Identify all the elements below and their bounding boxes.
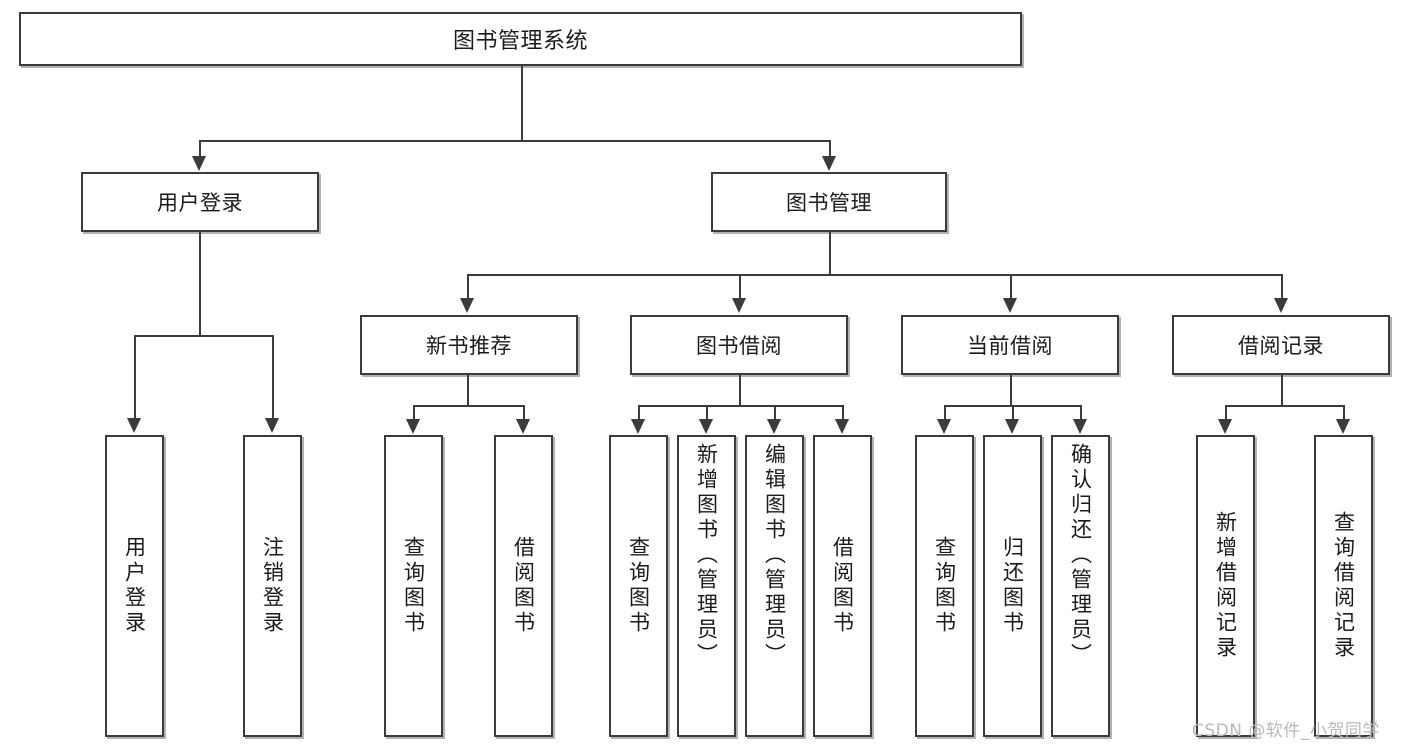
node-label: 用户登录 xyxy=(157,191,243,215)
node-borrow-record[interactable]: 借阅记录 xyxy=(1172,315,1390,375)
node-label: 新增图书（管理员） xyxy=(694,443,719,668)
leaf-user-login[interactable]: 用户登录 xyxy=(105,435,164,737)
leaf-borrow-book-newbook[interactable]: 借阅图书 xyxy=(494,435,553,737)
node-label: 借阅记录 xyxy=(1238,334,1324,358)
leaf-borrow-book[interactable]: 借阅图书 xyxy=(813,435,872,737)
arrowhead-icon xyxy=(631,419,645,434)
connector-book-mgmt-drop-3 xyxy=(1010,274,1012,300)
connector-new-book-drop-1 xyxy=(413,405,415,421)
arrowhead-icon xyxy=(192,156,206,171)
connector-user-login-bus xyxy=(134,335,272,337)
leaf-return-book[interactable]: 归还图书 xyxy=(983,435,1042,737)
node-label: 查询借阅记录 xyxy=(1331,511,1356,661)
node-label: 借阅图书 xyxy=(511,536,536,636)
connector-book-borrow-drop-2 xyxy=(706,405,708,421)
arrowhead-icon xyxy=(1336,419,1350,434)
node-label: 查询图书 xyxy=(401,536,426,636)
connector-current-borrow-drop-1 xyxy=(944,405,946,421)
connector-borrow-record-bus xyxy=(1225,405,1343,407)
connector-new-book-drop-2 xyxy=(523,405,525,421)
arrowhead-icon xyxy=(406,419,420,434)
connector-book-mgmt-drop-4 xyxy=(1281,274,1283,300)
arrowhead-icon xyxy=(265,418,279,433)
leaf-query-book-borrow[interactable]: 查询图书 xyxy=(609,435,668,737)
connector-book-mgmt-drop-2 xyxy=(739,274,741,300)
connector-book-borrow-drop-3 xyxy=(774,405,776,421)
node-label: 查询图书 xyxy=(626,536,651,636)
arrowhead-icon xyxy=(937,419,951,434)
node-label: 用户登录 xyxy=(122,536,147,636)
node-root-library-system[interactable]: 图书管理系统 xyxy=(19,12,1022,66)
connector-book-mgmt-stem xyxy=(829,232,831,274)
node-label: 编辑图书（管理员） xyxy=(762,443,787,668)
leaf-logout[interactable]: 注销登录 xyxy=(243,435,302,737)
arrowhead-icon xyxy=(767,419,781,434)
connector-book-mgmt-bus xyxy=(467,274,1281,276)
connector-book-borrow-drop-1 xyxy=(638,405,640,421)
leaf-query-book-newbook[interactable]: 查询图书 xyxy=(384,435,443,737)
node-label: 图书管理 xyxy=(786,191,872,215)
node-label: 图书借阅 xyxy=(696,334,782,358)
node-label: 当前借阅 xyxy=(967,334,1053,358)
arrowhead-icon xyxy=(1003,298,1017,313)
node-label: 图书管理系统 xyxy=(452,29,588,54)
connector-root-bus xyxy=(199,140,830,142)
node-new-book-recommend[interactable]: 新书推荐 xyxy=(360,315,578,375)
node-book-management[interactable]: 图书管理 xyxy=(711,172,947,232)
connector-root-stem xyxy=(521,66,523,140)
connector-book-borrow-stem xyxy=(739,375,741,405)
arrowhead-icon xyxy=(1005,419,1019,434)
connector-borrow-record-stem xyxy=(1281,375,1283,405)
node-label: 归还图书 xyxy=(1000,536,1025,636)
connector-user-login-drop-1 xyxy=(134,335,136,420)
connector-current-borrow-drop-3 xyxy=(1080,405,1082,421)
connector-book-borrow-bus xyxy=(638,405,842,407)
arrowhead-icon xyxy=(732,298,746,313)
node-label: 借阅图书 xyxy=(830,536,855,636)
node-label: 新增借阅记录 xyxy=(1213,511,1238,661)
arrowhead-icon xyxy=(127,418,141,433)
arrowhead-icon xyxy=(460,298,474,313)
node-current-borrow[interactable]: 当前借阅 xyxy=(901,315,1119,375)
connector-borrow-record-drop-1 xyxy=(1225,405,1227,421)
connector-book-borrow-drop-4 xyxy=(842,405,844,421)
node-label: 新书推荐 xyxy=(426,334,512,358)
node-label: 查询图书 xyxy=(932,536,957,636)
arrowhead-icon xyxy=(516,419,530,434)
leaf-query-book-current[interactable]: 查询图书 xyxy=(915,435,974,737)
leaf-add-borrow-record[interactable]: 新增借阅记录 xyxy=(1196,435,1255,737)
node-label: 确认归还（管理员） xyxy=(1068,443,1093,668)
connector-user-login-stem xyxy=(199,232,201,335)
node-book-borrow[interactable]: 图书借阅 xyxy=(630,315,848,375)
arrowhead-icon xyxy=(835,419,849,434)
arrowhead-icon xyxy=(1218,419,1232,434)
connector-new-book-stem xyxy=(467,375,469,405)
connector-borrow-record-drop-2 xyxy=(1343,405,1345,421)
connector-current-borrow-drop-2 xyxy=(1012,405,1014,421)
leaf-query-borrow-record[interactable]: 查询借阅记录 xyxy=(1314,435,1373,737)
node-label: 注销登录 xyxy=(260,536,285,636)
connector-new-book-bus xyxy=(413,405,523,407)
arrowhead-icon xyxy=(1073,419,1087,434)
connector-user-login-drop-2 xyxy=(272,335,274,420)
node-user-login[interactable]: 用户登录 xyxy=(81,172,319,232)
connector-root-drop-1 xyxy=(199,140,201,158)
arrowhead-icon xyxy=(1274,298,1288,313)
leaf-confirm-return-admin[interactable]: 确认归还（管理员） xyxy=(1051,435,1110,737)
leaf-add-book-admin[interactable]: 新增图书（管理员） xyxy=(677,435,736,737)
connector-book-mgmt-drop-1 xyxy=(467,274,469,300)
leaf-edit-book-admin[interactable]: 编辑图书（管理员） xyxy=(745,435,804,737)
arrowhead-icon xyxy=(822,156,836,171)
connector-root-drop-2 xyxy=(829,140,831,158)
connector-current-borrow-stem xyxy=(1010,375,1012,405)
arrowhead-icon xyxy=(699,419,713,434)
